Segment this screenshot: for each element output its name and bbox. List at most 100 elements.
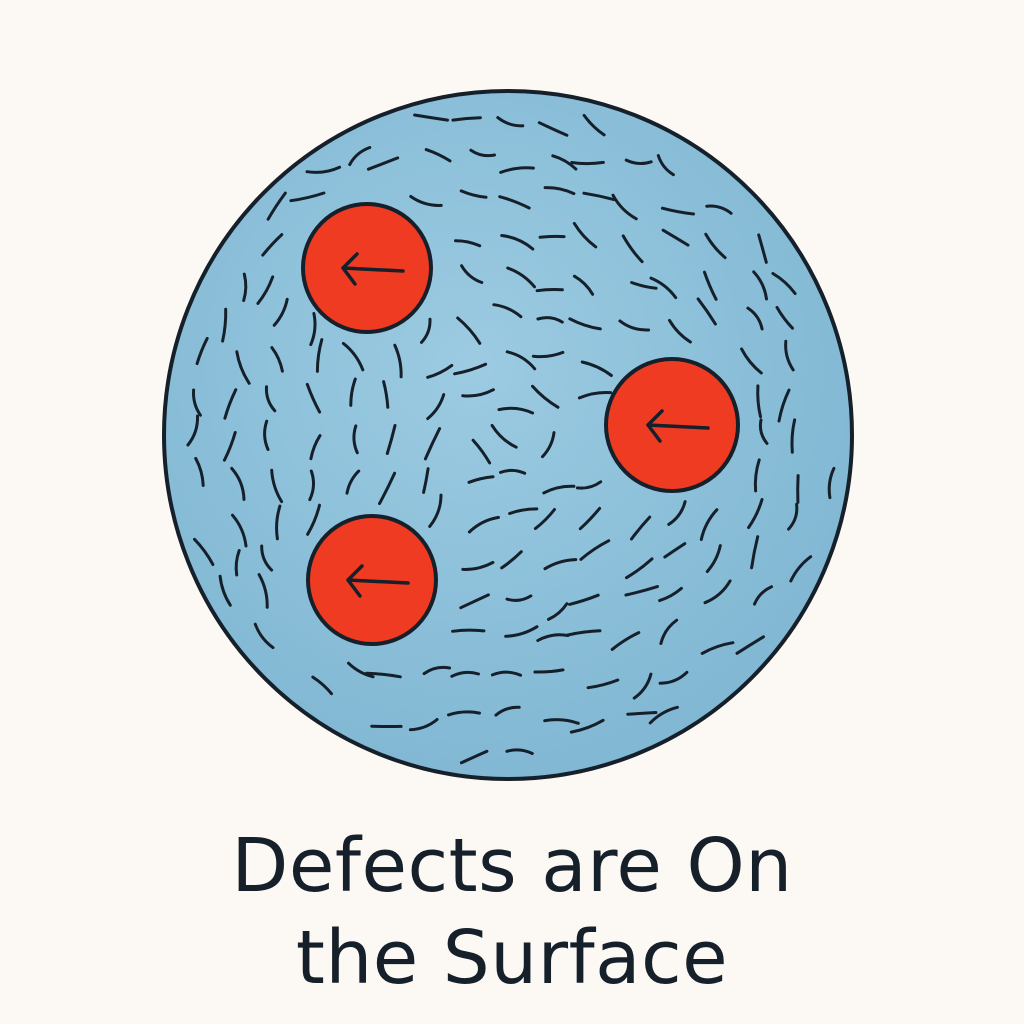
director-dash [777, 388, 791, 423]
caption: Defects are On the Surface [0, 820, 1024, 1004]
director-dash [740, 347, 763, 375]
director-dash [305, 165, 342, 174]
director-dash [497, 406, 535, 415]
director-dash [663, 542, 687, 559]
director-dash [272, 297, 289, 327]
director-dash [275, 504, 282, 541]
director-dash [703, 270, 718, 301]
director-dash [422, 665, 452, 676]
director-dash [423, 427, 442, 461]
director-dash [256, 275, 275, 305]
defect-bottom-left [306, 514, 438, 646]
director-dash [494, 705, 521, 717]
director-dash [311, 675, 333, 696]
director-dash [537, 121, 569, 137]
director-dash [566, 629, 602, 637]
director-dash [352, 424, 359, 455]
director-dash [393, 343, 403, 379]
director-dash [459, 593, 490, 610]
director-dash [471, 438, 492, 465]
director-dash [542, 484, 576, 495]
director-dash [270, 346, 284, 373]
director-dash [193, 537, 215, 566]
director-dash [378, 471, 397, 506]
director-dash [349, 377, 357, 407]
director-dash [705, 204, 733, 215]
director-dash [467, 515, 500, 534]
director-dash [505, 748, 534, 755]
director-dash [490, 423, 518, 449]
director-dash [704, 232, 727, 260]
director-dash [610, 631, 641, 651]
director-dash [459, 189, 488, 199]
director-dash [454, 239, 482, 248]
director-dash [580, 360, 613, 377]
director-dash [426, 393, 446, 421]
director-dash [191, 388, 202, 417]
director-dash [234, 549, 241, 577]
director-dash [505, 594, 533, 602]
director-dash [569, 718, 605, 734]
director-dash [538, 234, 566, 239]
director-dash [382, 380, 390, 409]
caption-line-1: Defects are On [231, 823, 793, 909]
caption-line-2: the Surface [295, 915, 729, 1001]
sphere-diagram [162, 89, 854, 781]
director-dash [757, 233, 768, 264]
director-dash [309, 312, 317, 347]
sphere [162, 89, 854, 781]
director-dash [223, 388, 238, 420]
director-dash [649, 276, 678, 300]
director-dash [536, 633, 570, 642]
director-dash [771, 272, 797, 295]
director-dash [551, 154, 578, 171]
director-dash [625, 557, 654, 580]
director-dash [186, 414, 200, 447]
director-dash [469, 148, 496, 158]
director-dash [568, 593, 600, 606]
director-dash [541, 431, 556, 459]
director-dash [659, 618, 679, 645]
director-dash [413, 113, 449, 122]
director-dash [365, 671, 402, 679]
director-dash [630, 515, 652, 541]
defect-top-left [301, 202, 433, 334]
director-dash [385, 424, 397, 455]
director-dash [235, 350, 251, 385]
director-dash [582, 191, 616, 202]
director-dash [459, 749, 489, 765]
director-dash [570, 160, 605, 166]
director-dash [624, 158, 653, 166]
defect-right [604, 357, 740, 493]
director-dash [699, 508, 719, 541]
director-dash [536, 316, 564, 324]
director-dash [260, 544, 274, 572]
director-dash [579, 539, 611, 561]
director-dash [568, 317, 602, 331]
director-dash [341, 341, 365, 372]
director-dash [658, 586, 683, 603]
director-dash [668, 318, 692, 344]
director-dash [499, 166, 535, 174]
director-dash [218, 574, 232, 607]
director-dash [784, 339, 795, 372]
director-dash [461, 560, 495, 571]
director-dash [611, 193, 638, 221]
director-dash [230, 466, 246, 501]
director-dash [242, 272, 248, 302]
director-dash [735, 635, 765, 655]
director-dash [626, 711, 658, 716]
director-dash [460, 264, 484, 284]
director-dash [624, 585, 659, 597]
director-dash [621, 234, 644, 264]
director-dash [506, 266, 536, 289]
director-dash [747, 498, 764, 529]
director-dash [426, 363, 454, 379]
director-dash [632, 672, 653, 700]
director-dash [656, 154, 675, 177]
director-dash [428, 493, 443, 528]
director-dash [790, 418, 797, 454]
director-dash [456, 316, 482, 345]
director-dash [492, 303, 523, 319]
director-dash [366, 156, 400, 171]
